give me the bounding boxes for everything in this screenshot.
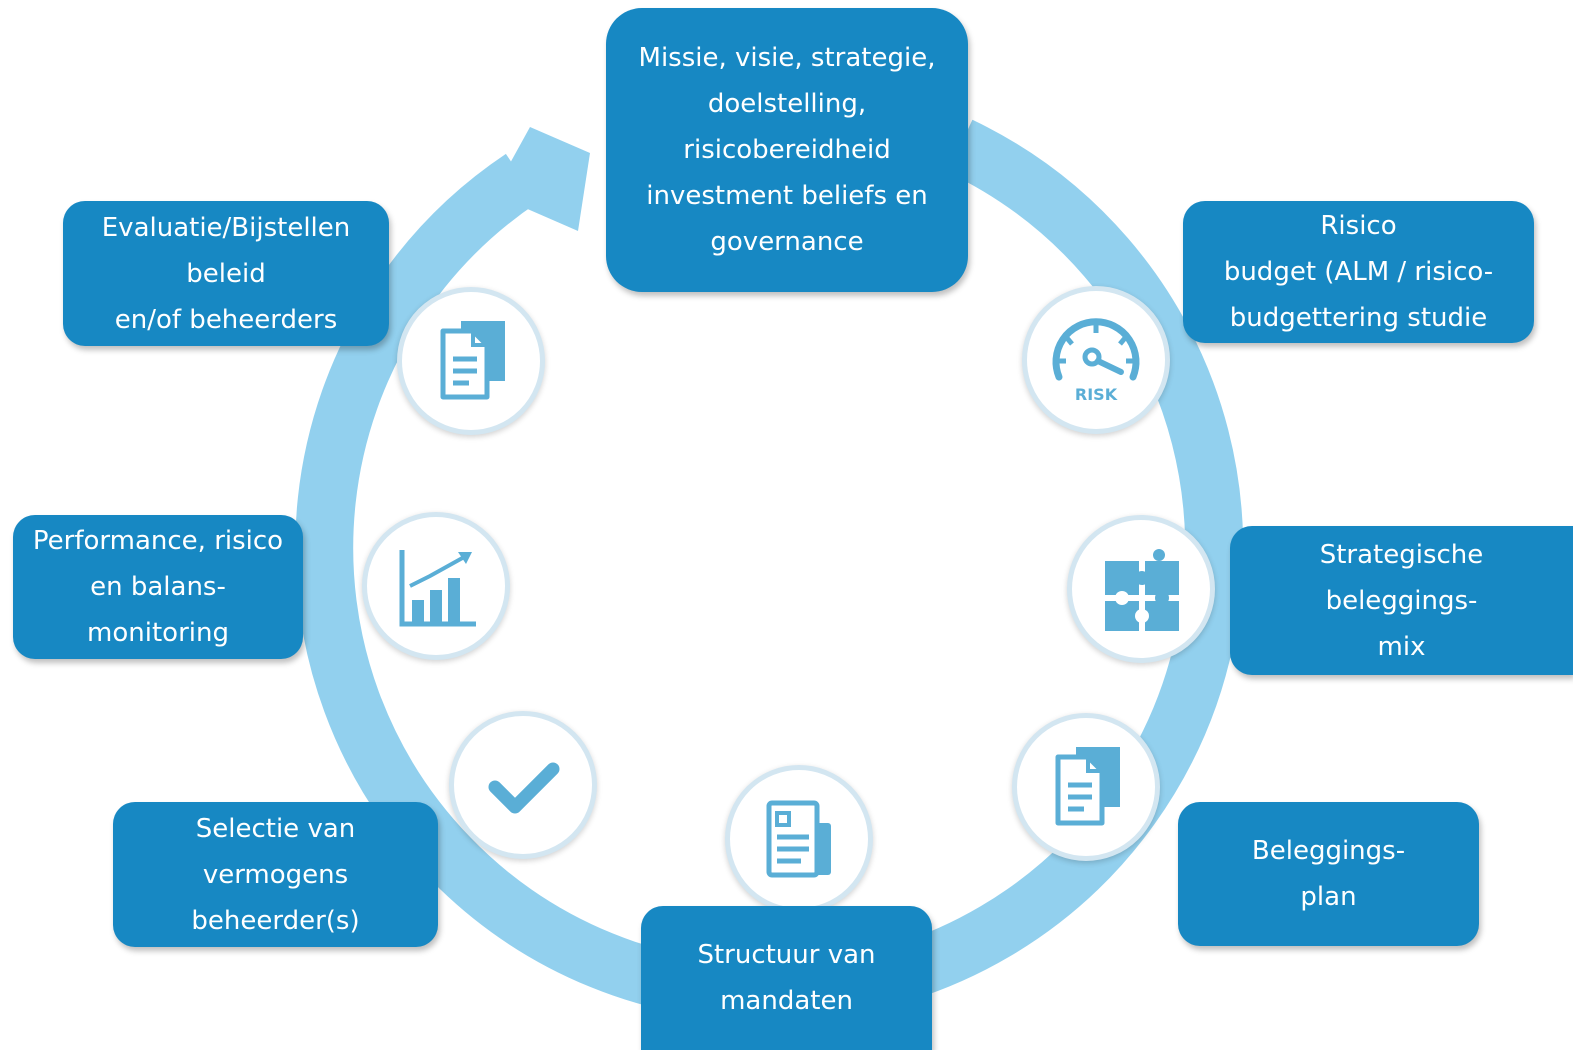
step-label: Performance, risico [32,526,284,556]
step-label: Strategische [1319,539,1484,570]
puzzle-icon-circle [1067,515,1215,663]
step-missie: Missie, visie, strategie, doelstelling, … [606,8,968,292]
documents-icon [1055,747,1120,826]
step-label: doelstelling, [707,89,867,119]
step-label: budget (ALM / risico- [1223,257,1494,287]
risk-gauge-icon: RISK [1052,318,1140,404]
step-label: governance [710,227,864,257]
documents-icon-circle-left [397,287,545,435]
step-label: risicobereidheid [683,135,891,165]
step-beleggingsplan: Beleggings- plan [1178,802,1479,946]
step-label: en/of beheerders [114,304,338,335]
step-performance: Performance, risico en balans- monitorin… [13,515,303,659]
step-label: Missie, visie, strategie, [638,43,936,73]
step-label: vermogens [202,859,349,890]
step-label: beleggings- [1325,585,1478,616]
step-label: Selectie van [195,813,356,844]
step-label: Structuur van [697,940,876,970]
risk-icon-text: RISK [1075,385,1118,404]
puzzle-icon [1105,549,1179,631]
step-label: mix [1377,631,1426,662]
checkmark-icon-circle [449,711,597,859]
newspaper-icon [766,800,831,878]
step-label: beheerder(s) [191,905,360,936]
checkmark-icon [488,762,560,814]
step-label: Evaluatie/Bijstellen [101,212,351,243]
bar-chart-icon [399,550,476,627]
step-risico: Risico budget (ALM / risico- budgetterin… [1183,201,1534,343]
step-label: investment beliefs en [646,181,928,211]
step-label: mandaten [720,986,853,1016]
step-evaluatie: Evaluatie/Bijstellen beleid en/of beheer… [63,201,389,346]
step-label: Risico [1320,211,1397,241]
step-strategische: Strategische beleggings- mix [1230,526,1573,675]
step-structuur: Structuur van mandaten [641,906,932,1050]
bar-chart-icon-circle [362,512,510,660]
step-label: budgettering studie [1229,303,1488,333]
step-label: en balans- [90,572,226,602]
step-label: beleid [186,258,266,289]
step-selectie: Selectie van vermogens beheerder(s) [113,802,438,947]
documents-icon [440,321,505,400]
documents-icon-circle-right [1012,713,1160,861]
risk-gauge-icon-circle: RISK [1022,286,1170,434]
step-label: Beleggings- [1251,836,1406,866]
step-label: monitoring [87,618,229,648]
cycle-arrow-head [493,127,590,231]
newspaper-icon-circle [725,765,873,913]
step-label: plan [1300,882,1357,912]
